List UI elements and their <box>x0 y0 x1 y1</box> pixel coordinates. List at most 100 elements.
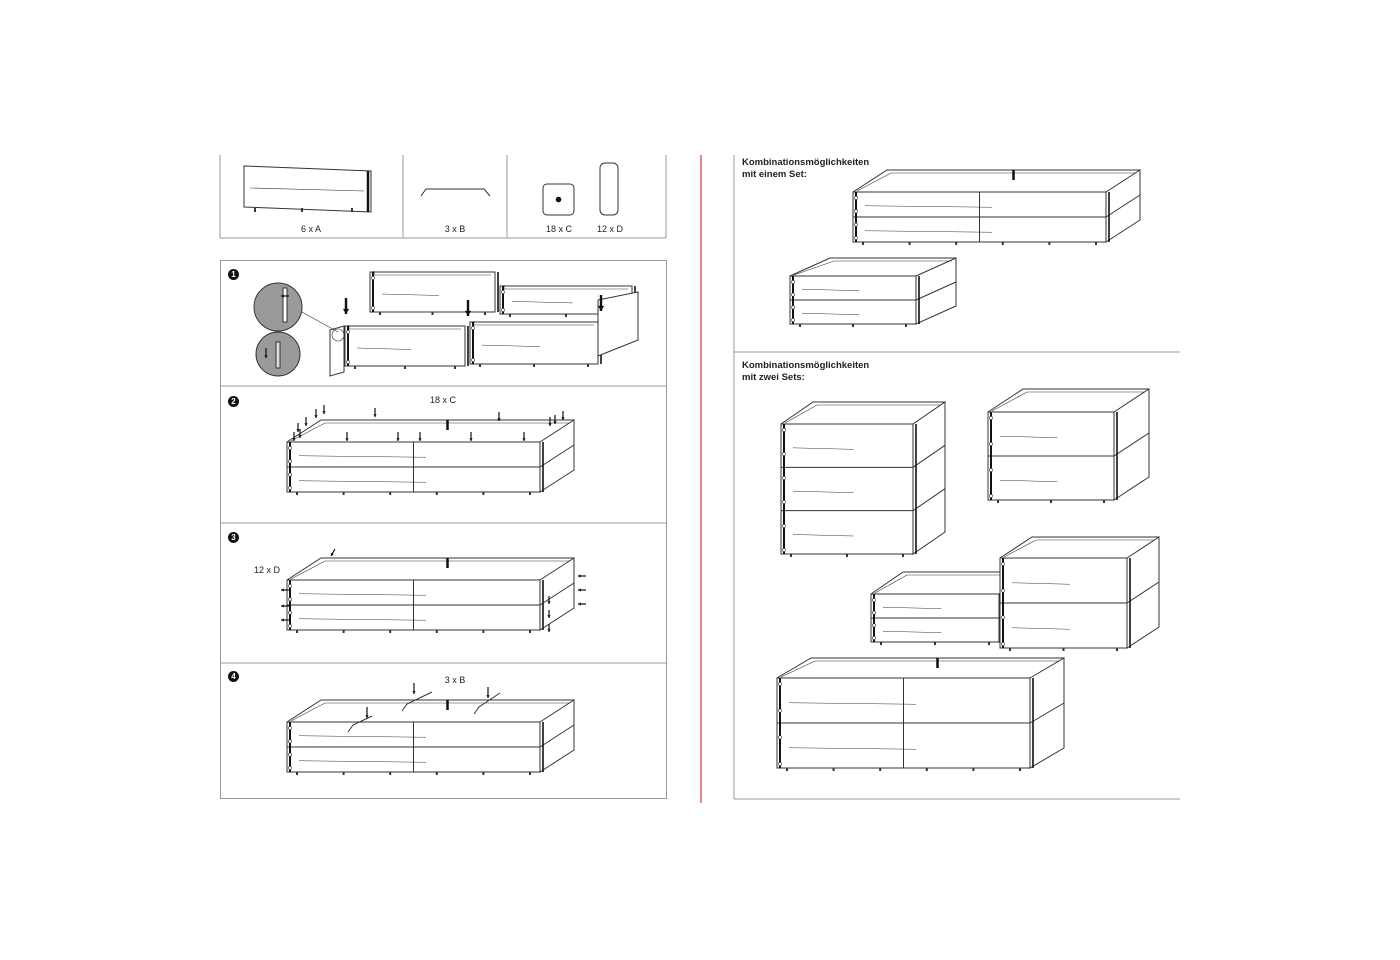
combo-two-square-bed-side-seam <box>1113 432 1150 457</box>
step2-arrow-16 <box>298 429 302 438</box>
step4-arrow-3-head <box>365 715 369 718</box>
combo-two-tall-bed-wood-grain <box>792 534 854 537</box>
part-a-illustration <box>243 165 372 213</box>
step4-bed-inner-rim <box>290 702 570 722</box>
combo-two-tall-bed-screw <box>782 452 786 456</box>
step2-arrow-2-head <box>304 423 308 426</box>
step1-panel-front-right-screw <box>471 326 475 330</box>
combo-one-short-bed-inner-rim <box>793 260 952 276</box>
step1-panel-back-left <box>369 271 499 315</box>
combo-two-square-bed-screw <box>989 442 993 446</box>
step1-arrow-1 <box>342 298 350 314</box>
combo-two-double-bed-wood-grain <box>788 747 917 750</box>
combo-two-tall-bed <box>780 401 946 557</box>
combo-one-long-bed-top-back <box>852 169 1140 193</box>
part-b-illustration <box>420 188 491 197</box>
combo-two-step-high-bed-screw <box>1001 642 1005 646</box>
step2-arrow-10-head <box>497 418 501 421</box>
step1-panel-front-left-screw <box>346 330 350 334</box>
step2-arrow-15-head <box>292 438 296 441</box>
step-3-quantity: 12 x D <box>254 565 281 575</box>
step3-bed-side-seam <box>539 582 575 606</box>
combo-one-long-bed-wood-grain <box>864 230 993 233</box>
combo-one-short-bed-screw <box>791 305 795 310</box>
step1-panel-back-right-wood-grain <box>511 301 573 304</box>
step2-arrow-8 <box>418 432 422 441</box>
combo-two-double-bed-screw <box>778 762 782 766</box>
step2-arrow-4 <box>322 405 326 414</box>
step3-arrow-8 <box>578 588 586 592</box>
step1-detail-arrow-bottom <box>264 348 268 358</box>
combo-two-square-bed-top-back <box>987 388 1149 413</box>
step1-side-panel <box>597 291 639 357</box>
step3-bed <box>286 557 575 633</box>
step1-detail-zoom-top <box>253 282 303 332</box>
step3-arrow-4-head <box>547 601 551 604</box>
combo-two-tall-bed-side <box>912 401 946 555</box>
step2-arrow-15 <box>292 432 296 441</box>
step1-arrow-3-head <box>597 305 605 311</box>
combo-two-tall-bed-wood-grain <box>792 447 854 450</box>
step4-brace-1 <box>401 691 433 712</box>
combo-two-step-high-bed <box>999 536 1160 651</box>
combo-two-tall-bed-screw <box>782 476 786 480</box>
step-2-quantity: 18 x C <box>429 395 457 405</box>
step3-arrow-7 <box>578 574 586 578</box>
step3-bed-screw <box>288 624 292 628</box>
combo-two-step-low-bed-screw <box>872 598 876 602</box>
one-set-heading-line2: mit einem Set: <box>742 169 807 180</box>
step1-detail-arrow-top <box>281 294 289 298</box>
step3-bed-inner-rim <box>290 560 570 580</box>
combo-one-long-bed-screw <box>854 222 858 227</box>
step2-bed-screw <box>288 486 292 490</box>
combo-one-short-bed-wood-grain <box>801 312 860 315</box>
step2-arrow-3-head <box>314 415 318 418</box>
step2-arrow-5 <box>345 432 349 441</box>
combo-two-square-bed <box>987 388 1150 503</box>
combo-two-step-low-bed-screw <box>872 623 876 628</box>
step1-arrow-2-head <box>464 310 472 316</box>
step2-bed-screw <box>288 446 292 450</box>
step-1-badge: 1 <box>228 269 239 280</box>
combo-two-step-low-bed-wood-grain <box>882 630 942 633</box>
combo-two-step-high-bed-wood-grain <box>1011 582 1070 585</box>
step2-arrow-5-head <box>345 438 349 441</box>
step1-detail-marker <box>331 328 345 342</box>
step2-arrow-13-head <box>553 421 557 424</box>
step1-detail-connector-bottom <box>275 341 281 369</box>
step4-bed-screw <box>288 739 292 744</box>
step3-arrow-7-head <box>578 574 581 578</box>
step1-arrow-3 <box>597 295 605 311</box>
step2-arrow-12-head <box>548 423 552 426</box>
step3-arrow-9-head <box>578 602 581 606</box>
step2-arrow-10 <box>497 412 501 421</box>
combo-two-tall-bed-screw <box>782 548 786 552</box>
step4-arrow-2-head <box>486 695 490 698</box>
two-sets-heading: Kombinationsmöglichkeiten mit zwei Sets: <box>742 360 869 384</box>
step3-bed-screw <box>288 610 292 615</box>
step3-arrow-9 <box>578 602 586 606</box>
combo-one-short-bed-side-seam <box>915 281 957 301</box>
step1-panel-front-right-screw <box>471 358 475 362</box>
step4-bed-screw <box>288 726 292 730</box>
combo-two-tall-bed-side-seam <box>912 444 946 468</box>
step3-arrow-8-head <box>578 588 581 592</box>
part-a-label: 6 x A <box>300 224 322 234</box>
step1-panel-back-right-screw <box>501 290 505 294</box>
combo-one-long-bed-inner-rim <box>856 172 1136 192</box>
step3-arrow-1-head <box>281 588 284 592</box>
combo-two-tall-bed-screw <box>782 500 786 504</box>
step1-panel-front-right <box>469 321 602 367</box>
part-a-board <box>243 165 372 213</box>
combo-two-step-low-bed-inner-rim <box>874 574 1027 594</box>
combo-two-step-high-bed-screw <box>1001 588 1005 593</box>
step2-arrow-9 <box>469 432 473 441</box>
step4-bed-wood-grain <box>298 735 427 738</box>
step3-arrow-2 <box>281 604 289 608</box>
combo-two-step-low-bed-screw <box>872 636 876 640</box>
part-c-label: 18 x C <box>545 224 573 234</box>
combo-two-square-bed-screw <box>989 416 993 420</box>
step3-bed-top-back <box>286 557 574 581</box>
